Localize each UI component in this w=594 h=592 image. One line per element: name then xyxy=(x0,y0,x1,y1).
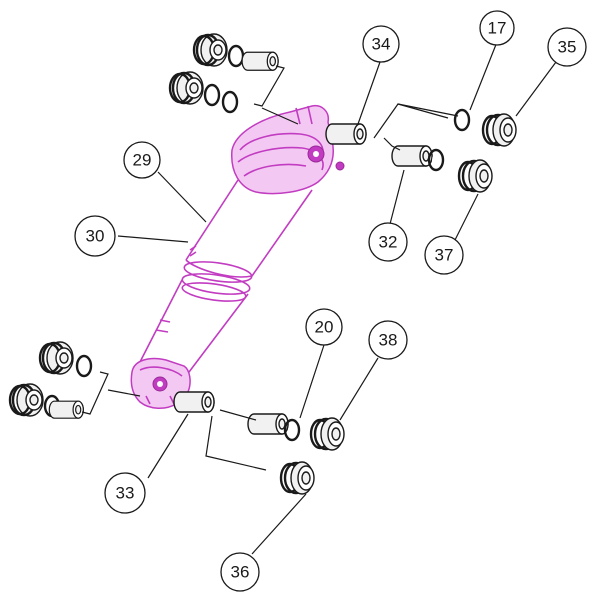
callout-34: 34 xyxy=(362,25,400,63)
callout-20-label: 20 xyxy=(315,318,334,337)
upper-left-bracket xyxy=(253,65,285,107)
callout-37-label: 37 xyxy=(435,246,454,265)
lower-capnut-38 xyxy=(309,416,346,452)
callout-36-label: 36 xyxy=(231,563,250,582)
callout-29-label: 29 xyxy=(133,151,152,170)
upper-right-bracket xyxy=(373,103,449,151)
callout-20: 20 xyxy=(305,308,343,346)
lower-left-hardware-set-a xyxy=(38,340,93,378)
callout-32-label: 32 xyxy=(379,233,398,252)
callout-37: 37 xyxy=(424,235,464,275)
upper-left-hardware-set-a xyxy=(192,32,279,71)
callout-30: 30 xyxy=(74,215,116,257)
upper-bushing-17 xyxy=(453,108,471,132)
callout-32: 32 xyxy=(368,222,408,262)
lower-left-hardware-set-b xyxy=(8,382,84,419)
callout-34-label: 34 xyxy=(372,35,391,54)
lower-capnut-36 xyxy=(279,460,316,496)
leader-lines xyxy=(117,41,557,555)
callout-17-label: 17 xyxy=(488,19,507,38)
lower-spacer-33 xyxy=(173,391,215,413)
callout-36: 36 xyxy=(220,552,260,592)
callout-35: 35 xyxy=(547,27,587,67)
callout-38: 38 xyxy=(368,320,408,360)
lower-spacer-20 xyxy=(247,413,301,442)
upper-capnut-35 xyxy=(481,112,518,148)
lower-right-bracket xyxy=(205,409,267,471)
upper-capnut-37 xyxy=(457,158,494,194)
rear-shock-body xyxy=(130,104,345,409)
callout-29: 29 xyxy=(123,141,161,179)
lower-left-bracket xyxy=(81,371,109,415)
upper-spacer-34 xyxy=(325,123,367,145)
callout-35-label: 35 xyxy=(558,38,577,57)
callout-33-label: 33 xyxy=(116,484,135,503)
upper-left-hardware-set-b xyxy=(168,70,239,114)
callout-33: 33 xyxy=(104,472,146,514)
callout-38-label: 38 xyxy=(379,331,398,350)
callout-17: 17 xyxy=(479,10,515,46)
callout-30-label: 30 xyxy=(86,227,105,246)
